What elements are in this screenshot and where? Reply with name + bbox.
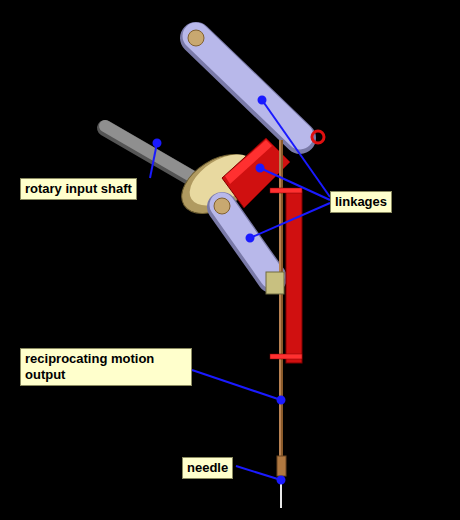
slide-block [266,272,284,294]
label-text: linkages [335,194,387,210]
pivot [188,30,204,46]
leader-line [262,100,330,197]
label-box: needle [182,457,233,479]
leader-line [150,143,157,178]
leader-line [250,203,330,238]
pivot [214,198,230,214]
leader-dot [278,477,285,484]
needle-clamp [277,456,286,476]
upper-link-face [196,36,300,136]
needle-bar-highlight [279,140,281,458]
label-box: linkages [330,191,392,213]
label-text: rotary input shaft [25,181,132,197]
leader-dot [154,140,161,147]
leader-dot [259,97,266,104]
guide-flange [270,188,302,193]
leader-dot [247,235,254,242]
leader-line [236,466,281,480]
leader-dot [278,397,285,404]
ring [312,131,324,143]
crank-top [225,140,272,184]
label-box: reciprocating motion output [20,348,192,386]
leader-line [260,168,330,200]
label-text: reciprocating motion output [25,351,187,383]
label-text: needle [187,460,228,476]
leader-line [192,370,281,400]
label-box: rotary input shaft [20,178,137,200]
leader-dot [257,165,264,172]
guide-flange [270,354,302,359]
needle-bar [279,140,283,458]
lower-link-face [222,205,272,276]
